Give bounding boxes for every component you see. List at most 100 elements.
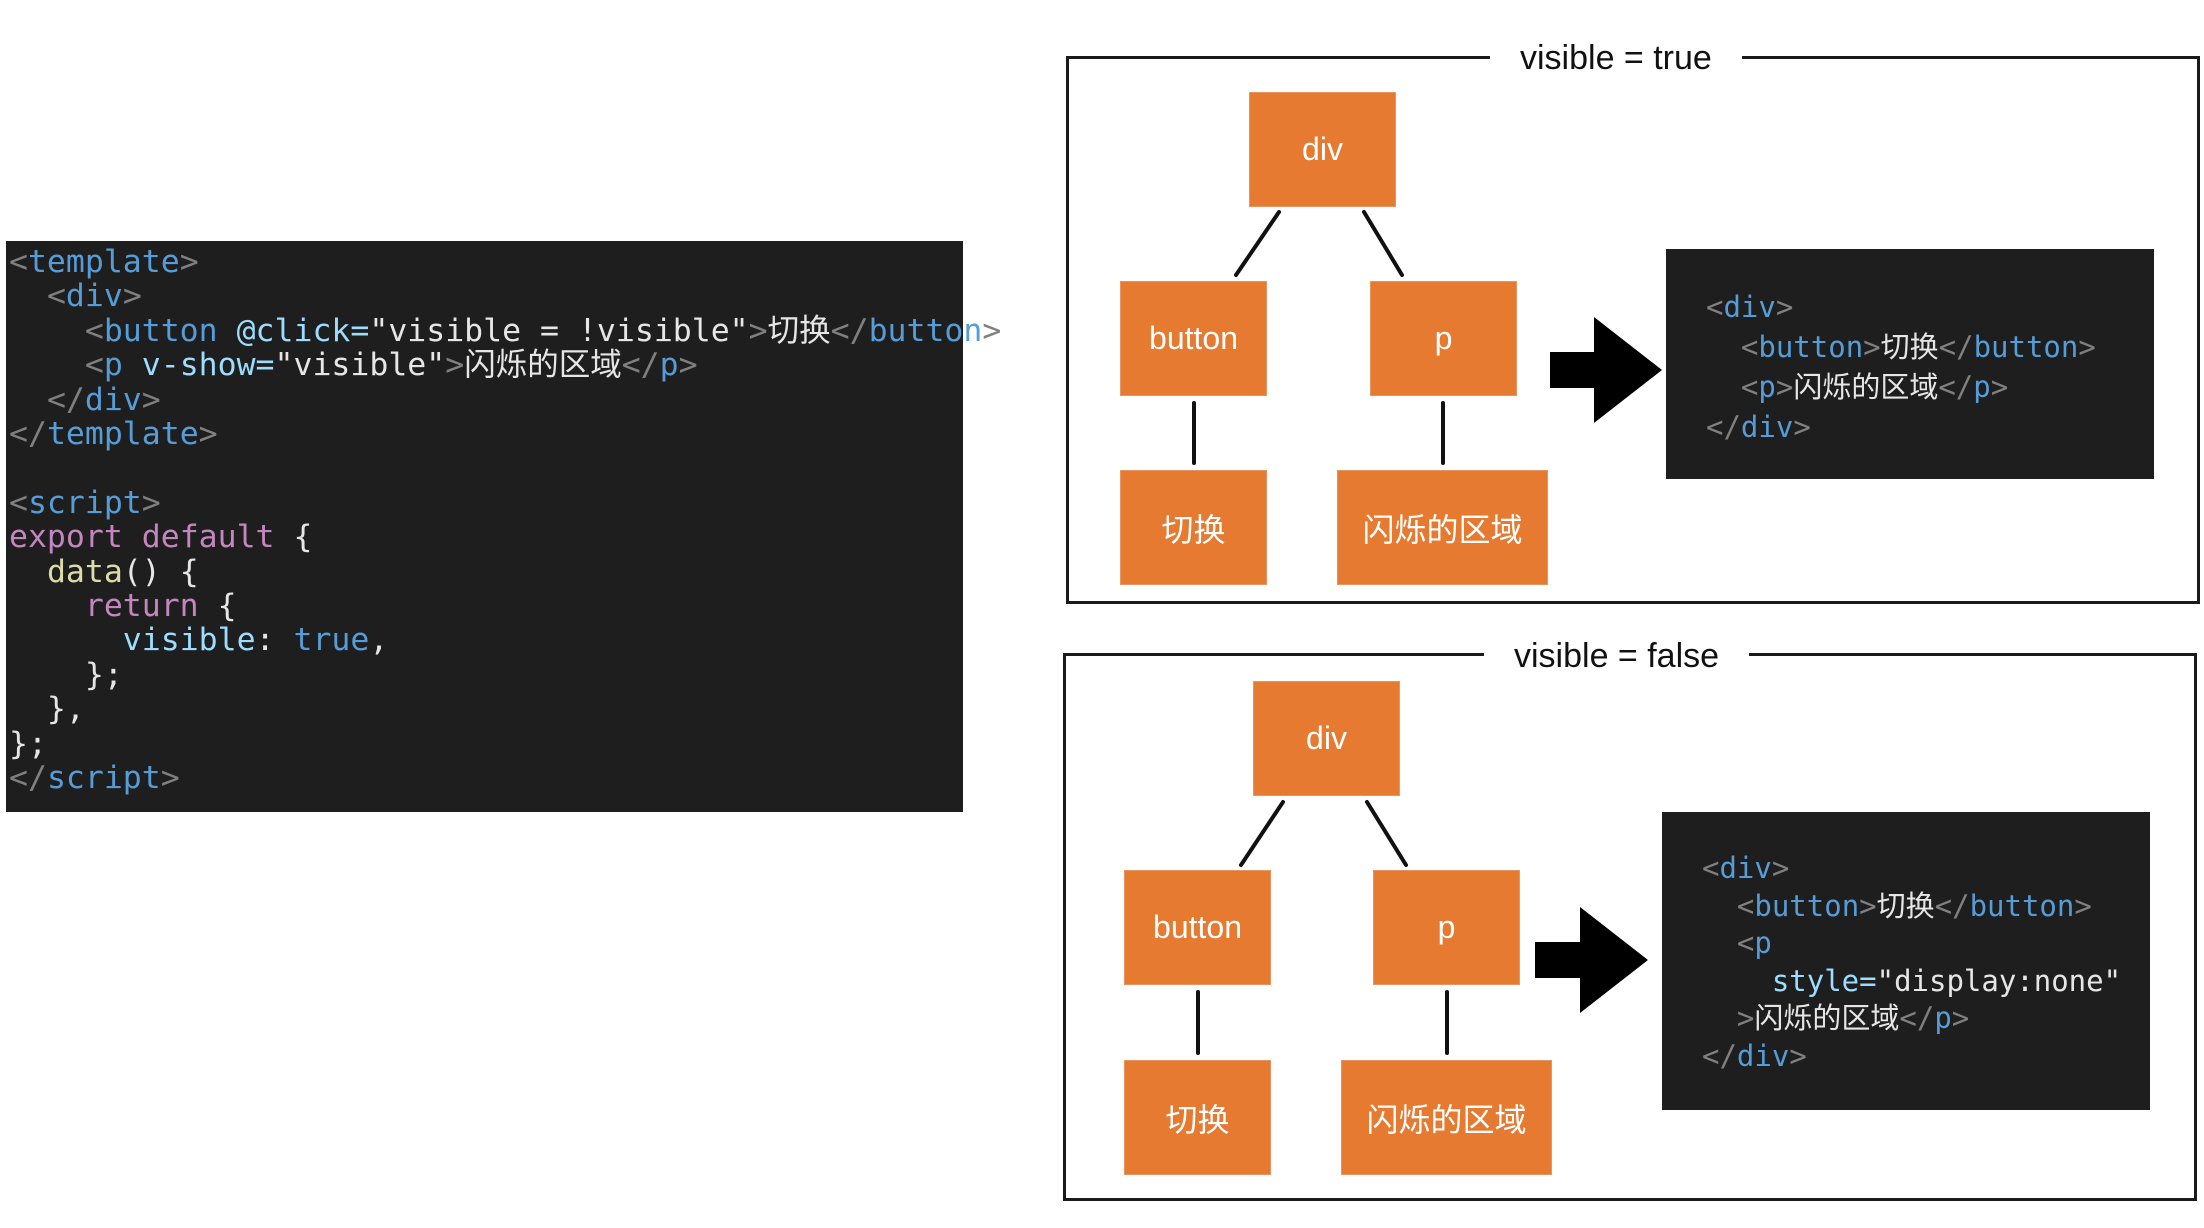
tree-node-p-text: 闪烁的区域 bbox=[1338, 471, 1547, 584]
code-token: </ bbox=[1899, 1001, 1935, 1035]
edge-div-p bbox=[1365, 800, 1408, 867]
code-token: button bbox=[868, 312, 983, 349]
code-token: 切换 bbox=[767, 312, 831, 349]
tree-node-button: button bbox=[1121, 282, 1266, 395]
code-token: < bbox=[9, 244, 28, 280]
code-line: <div> bbox=[1706, 287, 2154, 327]
code-line: </script> bbox=[9, 761, 963, 795]
code-token: () { bbox=[122, 553, 199, 590]
edge-div-button bbox=[1239, 800, 1285, 867]
code-token: v-show= bbox=[141, 347, 275, 384]
edge-div-p bbox=[1362, 210, 1404, 277]
code-token: button bbox=[103, 312, 218, 349]
code-token: div bbox=[1740, 410, 1794, 444]
code-token: p bbox=[103, 347, 123, 384]
code-token: > bbox=[198, 416, 218, 453]
code-token: style= bbox=[1771, 963, 1877, 998]
source-code-block: <template> <div> <button @click="visible… bbox=[6, 241, 1001, 812]
code-token: 闪烁的区域 bbox=[1754, 1001, 1900, 1035]
code-line: >闪烁的区域</p> bbox=[1702, 1000, 2150, 1038]
code-token: , bbox=[369, 622, 389, 659]
code-line: </div> bbox=[9, 381, 963, 418]
rendered-dom-code-true: <div> <button>切换</button> <p>闪烁的区域</p></… bbox=[1666, 249, 2154, 479]
code-line: }; bbox=[9, 658, 963, 692]
rendered-dom-code-false: <div> <button>切换</button> <p style="disp… bbox=[1662, 812, 2150, 1110]
tree-node-div: div bbox=[1250, 93, 1395, 206]
code-token: > bbox=[982, 312, 1002, 349]
code-token: script bbox=[46, 760, 161, 797]
code-token: > bbox=[1775, 370, 1794, 404]
code-token: p bbox=[659, 347, 679, 384]
code-line: <template> bbox=[9, 245, 963, 279]
code-token: > bbox=[122, 278, 142, 315]
code-token: p bbox=[1934, 1001, 1952, 1035]
code-token: template bbox=[46, 416, 199, 453]
code-token: </ bbox=[621, 347, 660, 384]
code-line: <p v-show="visible">闪烁的区域</p> bbox=[9, 348, 963, 382]
code-token: { bbox=[198, 588, 237, 625]
code-token: button bbox=[1754, 888, 1860, 923]
code-token: div bbox=[1719, 851, 1772, 885]
visible-false-title: visible = false bbox=[1484, 636, 1750, 676]
code-token: </ bbox=[46, 381, 85, 418]
code-line: <button>切换</button> bbox=[1702, 888, 2150, 926]
code-token: </ bbox=[1934, 888, 1970, 923]
code-token: </ bbox=[1702, 1038, 1737, 1073]
tree-node-button-text: 切换 bbox=[1125, 1061, 1270, 1174]
code-token: > bbox=[748, 312, 768, 349]
code-token: </ bbox=[1706, 410, 1741, 444]
code-token: > bbox=[141, 484, 161, 521]
code-token: p bbox=[1758, 370, 1776, 404]
tree-node-p-text: 闪烁的区域 bbox=[1342, 1061, 1551, 1174]
code-token: }, bbox=[9, 691, 85, 728]
code-token: export bbox=[9, 519, 123, 556]
code-token: > bbox=[2078, 330, 2096, 364]
code-token: > bbox=[1789, 1038, 1807, 1073]
code-token: < bbox=[1736, 888, 1755, 923]
code-line: data() { bbox=[9, 553, 963, 590]
code-token: > bbox=[179, 244, 199, 280]
code-token: div bbox=[1723, 290, 1776, 324]
code-token: button bbox=[1969, 888, 2075, 923]
code-token: }; bbox=[9, 656, 123, 693]
code-line: <div> bbox=[9, 279, 963, 313]
code-token: 闪烁的区域 bbox=[464, 347, 622, 384]
code-token: > bbox=[160, 760, 180, 797]
code-token: < bbox=[46, 278, 66, 315]
code-token: true bbox=[293, 622, 370, 659]
code-token: 闪烁的区域 bbox=[1793, 370, 1939, 404]
code-line: export default { bbox=[9, 520, 963, 554]
visible-true-title: visible = true bbox=[1490, 38, 1742, 78]
code-token: }; bbox=[9, 725, 47, 762]
code-token: > bbox=[1793, 410, 1811, 444]
code-token: data bbox=[46, 553, 123, 590]
code-token: : bbox=[255, 622, 294, 659]
code-token: < bbox=[9, 484, 28, 521]
code-line: visible: true, bbox=[9, 623, 963, 657]
code-token: "display:none" bbox=[1876, 963, 2122, 998]
tree-node-button-text: 切换 bbox=[1121, 471, 1266, 584]
code-token: 切换 bbox=[1876, 888, 1935, 923]
code-token: </ bbox=[830, 312, 869, 349]
code-token: visible bbox=[122, 622, 256, 659]
code-token: > bbox=[1990, 370, 2009, 404]
tree-node-button: button bbox=[1125, 871, 1270, 984]
code-token: < bbox=[1706, 290, 1724, 324]
code-token: < bbox=[84, 312, 104, 349]
code-token: < bbox=[1736, 926, 1755, 960]
code-token: script bbox=[27, 484, 142, 521]
code-token: </ bbox=[9, 416, 47, 453]
code-line: }; bbox=[9, 725, 963, 762]
code-line: <script> bbox=[9, 486, 963, 520]
code-line: </div> bbox=[1706, 407, 2154, 447]
code-line: <button @click="visible = !visible">切换</… bbox=[9, 312, 1001, 349]
code-token: > bbox=[1736, 1001, 1755, 1035]
tree-node-p: p bbox=[1374, 871, 1519, 984]
code-token: > bbox=[1859, 888, 1877, 923]
tree-node-div: div bbox=[1254, 682, 1399, 795]
code-token: return bbox=[84, 588, 199, 625]
code-line: </div> bbox=[1702, 1038, 2150, 1076]
code-line: <div> bbox=[1702, 850, 2150, 888]
tree-node-p: p bbox=[1371, 282, 1516, 395]
